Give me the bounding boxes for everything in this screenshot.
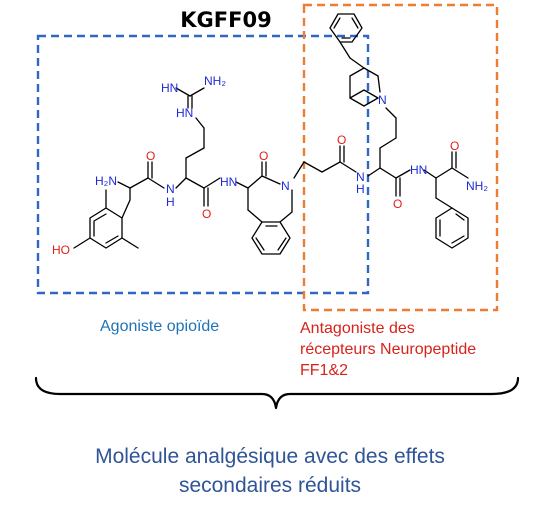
opioid-caption: Agoniste opioïde [100, 318, 219, 335]
atom-o-carbonyl-4: O [393, 197, 402, 211]
atom-nh2-guanidine: NH₂ [204, 74, 226, 88]
molecule-title: KGFF09 [180, 8, 271, 32]
antagonist-caption-line-3: FF1&2 [300, 362, 348, 379]
atom-h-amide-1: H [166, 195, 175, 209]
atom-nh2-terminal: NH₂ [466, 179, 488, 193]
opioid-agonist-box [36, 34, 370, 295]
atom-ho-phenol: HO [52, 243, 70, 257]
antagonist-box [302, 3, 499, 312]
antagonist-caption-line-2: récepteurs Neuropeptide [300, 341, 476, 358]
atom-o-lactam: O [259, 149, 268, 163]
curly-brace [34, 376, 520, 410]
summary-caption-line-2: secondaires réduits [179, 474, 361, 497]
atom-n-piperidine: N [378, 93, 387, 107]
atom-h-amide-3: H [356, 182, 365, 196]
atom-hn-amide-4: HN [410, 163, 427, 177]
atom-n-amide-3: N [356, 170, 365, 184]
summary-caption-line-1: Molécule analgésique avec des effets [95, 445, 445, 468]
atom-o-carbonyl-3: O [337, 133, 346, 147]
molecule-bonds [73, 13, 469, 255]
atom-hn-guanidine-top: HN [161, 81, 178, 95]
atom-n-amide-1: N [166, 182, 175, 196]
atom-n-lactam: N [281, 179, 290, 193]
atom-o-carbonyl-1: O [146, 149, 155, 163]
atom-o-carbonyl-2: O [202, 207, 211, 221]
atom-hn-amide-2: HN [220, 175, 237, 189]
atom-h2n-terminal: H₂N [95, 174, 117, 188]
atom-o-carbonyl-5: O [450, 139, 459, 153]
antagonist-caption-line-1: Antagoniste des [300, 320, 415, 337]
atom-hn-guanidine: HN [176, 106, 193, 120]
